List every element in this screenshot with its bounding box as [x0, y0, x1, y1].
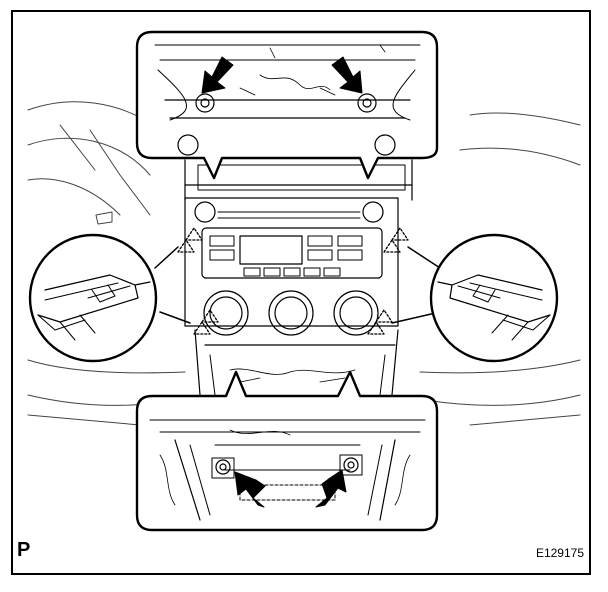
radio-knob-left	[194, 201, 216, 223]
right-callout	[391, 233, 559, 363]
radio-display-screen	[239, 235, 303, 265]
preset-buttons	[209, 235, 363, 277]
radio-knob-right	[362, 201, 384, 223]
radio-display-bezel	[201, 227, 383, 279]
climate-knobs	[203, 290, 379, 336]
figure-code: E129175	[535, 546, 584, 560]
left-callout	[28, 233, 191, 363]
corner-label: P	[17, 539, 31, 561]
arrow-up-icon	[234, 469, 347, 508]
top-callout	[135, 30, 439, 180]
bottom-screw-right	[339, 454, 363, 476]
arrow-down-icon	[201, 56, 363, 94]
bottom-screw-left	[211, 457, 235, 479]
bottom-callout	[135, 370, 439, 532]
top-screw-left	[195, 93, 215, 113]
center-console	[184, 159, 413, 396]
radio-faceplate	[184, 197, 399, 327]
triangle-clip-icon	[177, 227, 409, 335]
top-screw-right	[357, 93, 377, 113]
